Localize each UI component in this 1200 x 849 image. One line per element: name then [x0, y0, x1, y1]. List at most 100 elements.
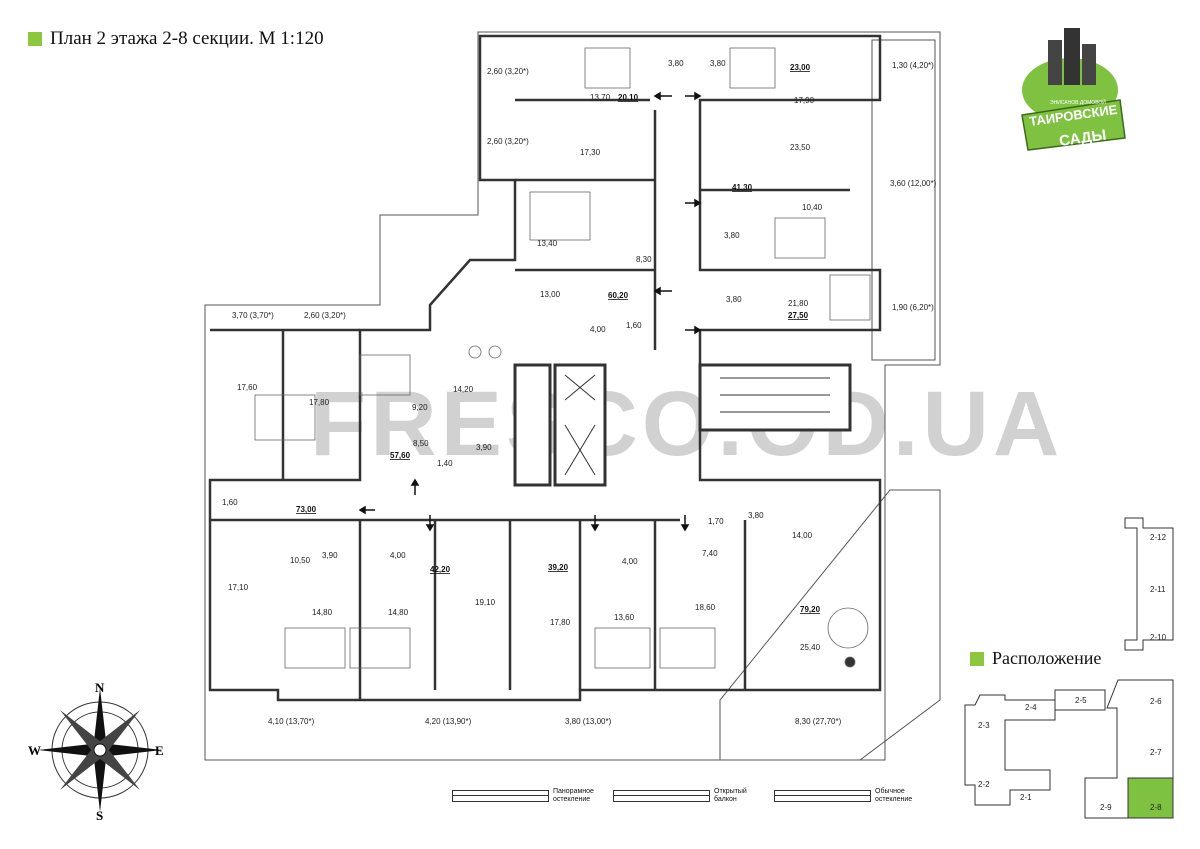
- east-balcony: [871, 39, 936, 361]
- brand-logo: [1021, 28, 1126, 151]
- apartment-area: 41,30: [732, 183, 753, 192]
- legend-swatch: [774, 790, 871, 802]
- room-label: 3,90: [476, 443, 492, 452]
- brand-line2: САДЫ: [1058, 127, 1107, 150]
- legend-label: Обычное остекление: [875, 788, 913, 803]
- room-label: 1,40: [437, 459, 453, 468]
- section-label: 2-6: [1150, 697, 1162, 706]
- apartment-area: 60,20: [608, 291, 629, 300]
- section-label: 2-1: [1020, 793, 1032, 802]
- legend-item: Панорамное остекление: [452, 788, 599, 804]
- room-label: 17,80: [309, 398, 330, 407]
- entry-arrows: [358, 91, 702, 532]
- apartment-area: 20,10: [618, 93, 639, 102]
- room-label: 3,80 (13,00*): [565, 717, 612, 726]
- location-heading-text: Расположение: [992, 648, 1102, 668]
- location-map: [964, 517, 1174, 819]
- apartment-area: 73,00: [296, 505, 317, 514]
- section-label: 2-8: [1150, 803, 1162, 812]
- compass-north: N: [95, 680, 105, 695]
- title-marker: [28, 32, 42, 46]
- legend-item: Обычное остекление: [774, 788, 921, 804]
- legend-swatch: [613, 790, 710, 802]
- room-label: 8,30: [636, 255, 652, 264]
- section-label: 2-2: [978, 780, 990, 789]
- se-balcony: [719, 489, 941, 761]
- room-label: 14,80: [388, 608, 409, 617]
- compass-rose: [38, 688, 162, 812]
- room-label: 17,30: [580, 148, 601, 157]
- apartment-area: 42,20: [430, 565, 451, 574]
- apartment-area: 27,50: [788, 311, 809, 320]
- room-label: 1,30 (4,20*): [892, 61, 934, 70]
- room-label: 25,40: [800, 643, 821, 652]
- room-label: 10,40: [802, 203, 823, 212]
- section-label: 2-11: [1150, 585, 1166, 594]
- legend-label: Панорамное остекление: [553, 788, 594, 803]
- room-label: 1,90 (6,20*): [892, 303, 934, 312]
- plan-title-text: План 2 этажа 2-8 секции. М 1:120: [50, 28, 324, 49]
- room-label: 3,80: [724, 231, 740, 240]
- section-label: 2-9: [1100, 803, 1112, 812]
- section-label: 2-3: [978, 721, 990, 730]
- room-label: 3,80: [668, 59, 684, 68]
- room-label: 2,60 (3,20*): [487, 67, 529, 76]
- location-marker: [970, 651, 984, 666]
- apartment-area: 23,00: [790, 63, 811, 72]
- section-label: 2-4: [1025, 703, 1037, 712]
- room-label: 4,00: [622, 557, 638, 566]
- compass-east: E: [155, 743, 164, 758]
- apartment-area: 57,60: [390, 451, 411, 460]
- room-label: 13,00: [540, 290, 561, 299]
- room-label: 17,10: [228, 583, 249, 592]
- legend-label: Открытый балкон: [714, 788, 747, 803]
- room-label: 4,10 (13,70*): [268, 717, 315, 726]
- room-label: 1,60: [222, 498, 238, 507]
- room-label: 3,80: [726, 295, 742, 304]
- brand-tag: ЭНИСАНОВ ДОМОВОЙ: [1050, 98, 1106, 106]
- room-label: 14,20: [453, 385, 474, 394]
- room-label: 1,70: [708, 517, 724, 526]
- room-label: 3,70 (3,70*): [232, 311, 274, 320]
- room-label: 4,00: [590, 325, 606, 334]
- room-labels: 2,60 (3,20*) 13,70 20,10 3,80 3,80 23,00…: [222, 59, 937, 726]
- compass-south: S: [96, 808, 103, 823]
- apartment-area: 79,20: [800, 605, 821, 614]
- location-heading: Расположение: [970, 648, 1101, 669]
- section-label: 2-12: [1150, 533, 1167, 542]
- compass-west: W: [28, 743, 41, 758]
- room-label: 9,20: [412, 403, 428, 412]
- room-label: 17,90: [794, 96, 815, 105]
- section-label: 2-7: [1150, 748, 1162, 757]
- room-label: 3,60 (12,00*): [890, 179, 937, 188]
- room-label: 3,80: [748, 511, 764, 520]
- room-label: 13,60: [614, 613, 635, 622]
- room-label: 10,50: [290, 556, 311, 565]
- room-label: 8,50: [413, 439, 429, 448]
- room-label: 19,10: [475, 598, 496, 607]
- room-label: 17,60: [237, 383, 258, 392]
- room-label: 4,00: [390, 551, 406, 560]
- section-labels: 2-12 2-11 2-10 2-6 2-7 2-8 2-9 2-1 2-2 2…: [978, 533, 1167, 812]
- room-label: 14,00: [792, 531, 813, 540]
- section-label: 2-5: [1075, 696, 1087, 705]
- building-walls: [208, 34, 882, 702]
- room-label: 1,60: [626, 321, 642, 330]
- room-label: 3,90: [322, 551, 338, 560]
- section-label: 2-10: [1150, 633, 1167, 642]
- room-label: 4,20 (13,90*): [425, 717, 472, 726]
- room-label: 23,50: [790, 143, 811, 152]
- room-label: 2,60 (3,20*): [487, 137, 529, 146]
- watermark: FRESCO.OD.UA: [310, 373, 1064, 475]
- room-label: 21,80: [788, 299, 809, 308]
- room-label: 8,30 (27,70*): [795, 717, 842, 726]
- room-label: 14,80: [312, 608, 333, 617]
- terrace-outline: [204, 31, 941, 761]
- room-label: 2,60 (3,20*): [304, 311, 346, 320]
- room-label: 17,80: [550, 618, 571, 627]
- room-label: 18,60: [695, 603, 716, 612]
- room-label: 7,40: [702, 549, 718, 558]
- glazing-legend: Панорамное остекление Открытый балкон Об…: [452, 788, 921, 804]
- legend-swatch: [452, 790, 549, 802]
